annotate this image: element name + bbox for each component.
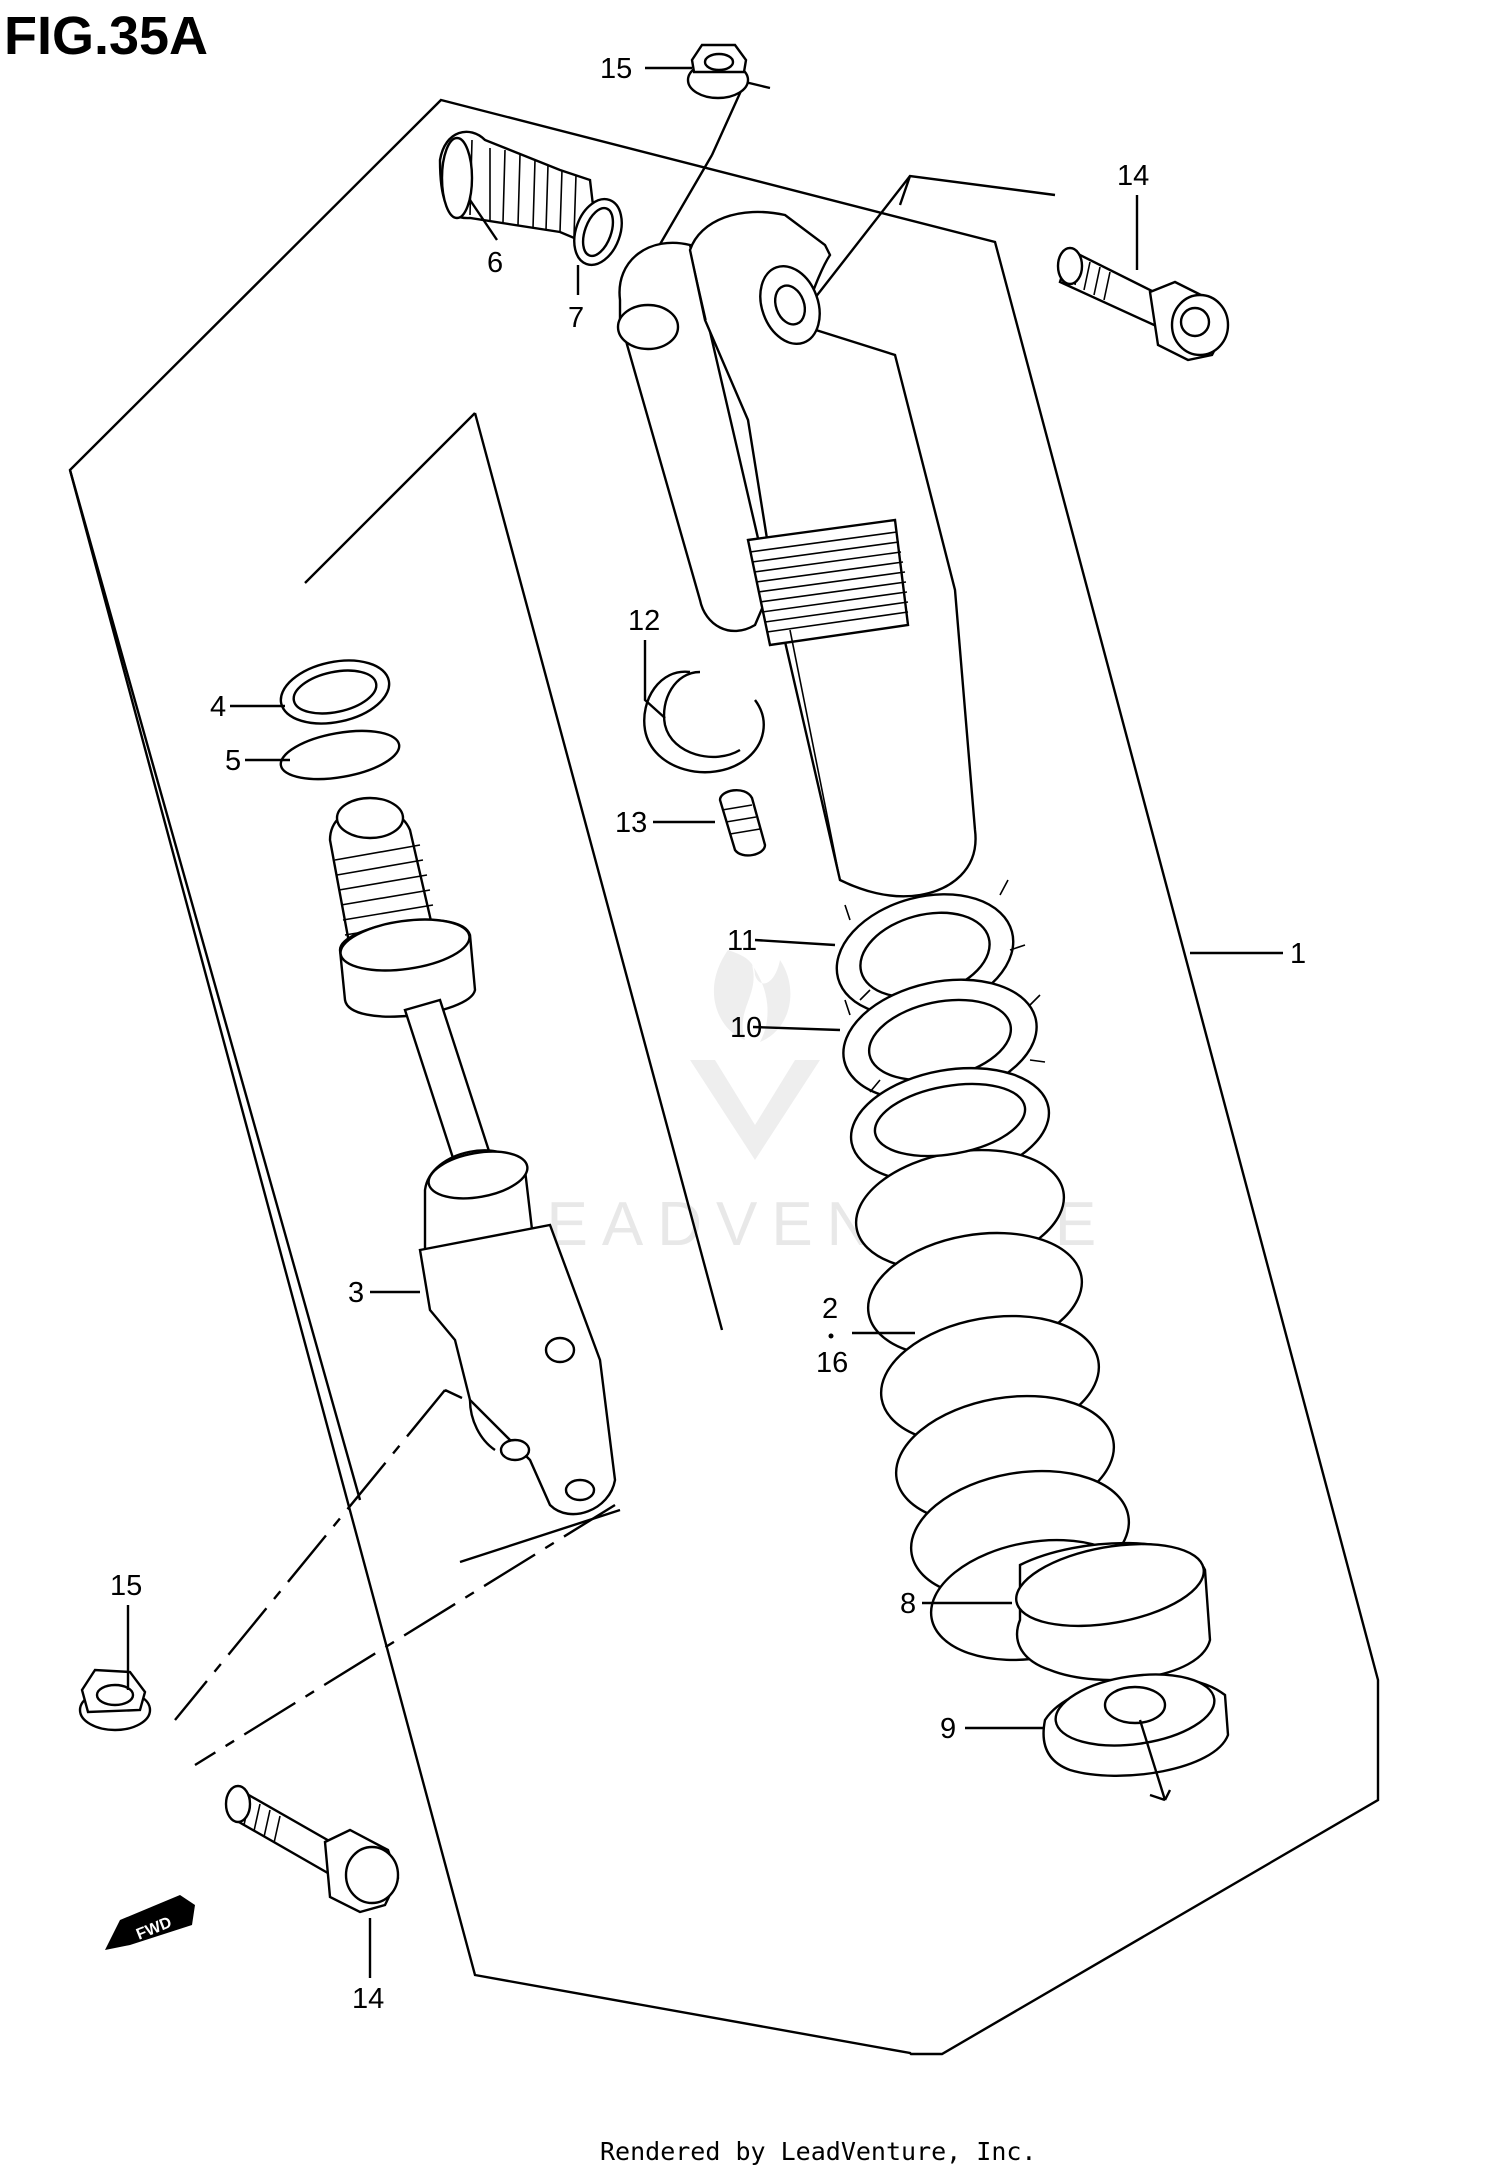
callout-1: 1 <box>1290 938 1306 970</box>
flange-nut-top <box>686 43 750 100</box>
callout-3: 3 <box>348 1277 364 1309</box>
footer-credit: Rendered by LeadVenture, Inc. <box>600 2137 1037 2166</box>
callout-7: 7 <box>568 302 584 334</box>
bolt-bottom <box>224 1784 400 1914</box>
callout-labels: 15 14 6 7 12 4 5 13 11 1 10 3 2 16 8 15 … <box>110 53 1306 2015</box>
callout-16: 16 <box>816 1347 848 1379</box>
callout-15-top: 15 <box>600 53 632 85</box>
shock-absorber-body <box>616 210 977 898</box>
piston-rod-assembly <box>328 796 617 1516</box>
flange-nut-bottom <box>78 1668 152 1732</box>
callout-15-bottom: 15 <box>110 1570 142 1602</box>
callout-11: 11 <box>727 925 757 957</box>
valve-cap-13 <box>718 789 767 857</box>
ring-5 <box>279 729 401 781</box>
callout-6: 6 <box>487 247 503 279</box>
callout-9: 9 <box>940 1713 956 1745</box>
ring-4 <box>279 659 391 725</box>
callout-8: 8 <box>900 1588 916 1620</box>
callout-5: 5 <box>225 745 241 777</box>
callout-14-bottom: 14 <box>352 1983 384 2015</box>
subassembly-outline <box>68 412 724 1501</box>
figure-title: FIG.35A <box>4 6 208 66</box>
bolt-top <box>1056 246 1230 362</box>
callout-13: 13 <box>615 807 647 839</box>
ring-7 <box>573 197 623 267</box>
callout-14-top: 14 <box>1117 160 1149 192</box>
dust-boot <box>438 130 600 250</box>
callout-4: 4 <box>210 691 226 723</box>
spring-seat-8 <box>1015 1541 1212 1682</box>
assembly-outline <box>68 98 1380 2056</box>
leader-lower-mount <box>174 1388 616 1767</box>
callout-12: 12 <box>628 605 660 637</box>
forward-direction-badge: FWD <box>105 1895 195 1950</box>
cushion-9 <box>1042 1673 1230 1777</box>
callout-separator-dot <box>828 1333 834 1339</box>
snap-ring-12 <box>643 670 765 774</box>
callout-10: 10 <box>730 1012 762 1044</box>
callout-leaders <box>126 66 1283 1978</box>
callout-2: 2 <box>822 1293 838 1325</box>
